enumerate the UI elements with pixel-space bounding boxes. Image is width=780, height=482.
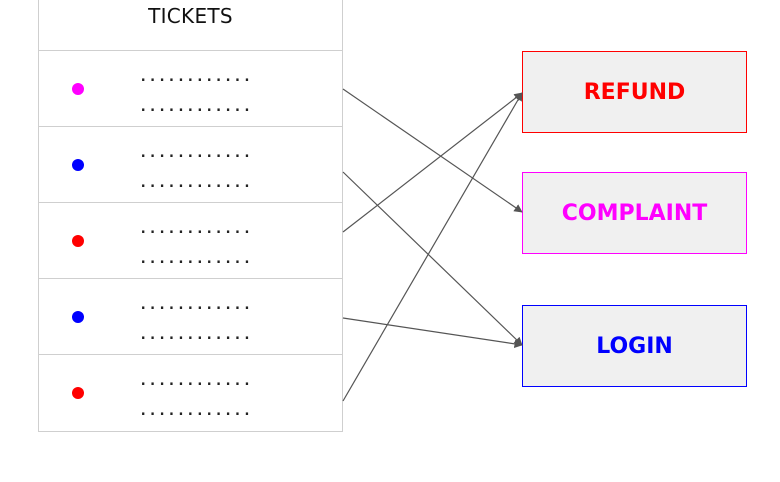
ticket-text-line: ............ bbox=[139, 251, 253, 267]
ticket-row[interactable]: ............ ............ bbox=[39, 127, 342, 203]
connector-arrow bbox=[342, 171, 523, 346]
ticket-color-dot bbox=[72, 311, 84, 323]
ticket-text-line: ............ bbox=[139, 145, 253, 161]
ticket-text-line: ............ bbox=[139, 175, 253, 191]
ticket-color-dot bbox=[72, 159, 84, 171]
ticket-color-dot bbox=[72, 387, 84, 399]
category-refund-box[interactable]: REFUND bbox=[522, 51, 747, 133]
ticket-row[interactable]: ............ ............ bbox=[39, 279, 342, 355]
connector-arrow bbox=[342, 317, 523, 349]
tickets-title: TICKETS bbox=[148, 4, 233, 28]
ticket-text-line: ............ bbox=[139, 221, 253, 237]
connector-arrow bbox=[342, 88, 523, 213]
tickets-table: TICKETS ............ ............ ......… bbox=[38, 0, 343, 432]
ticket-text-line: ............ bbox=[139, 403, 253, 419]
brand-logo-icon bbox=[40, 462, 90, 482]
category-refund-label: REFUND bbox=[583, 79, 686, 105]
connector-arrow bbox=[342, 92, 523, 233]
ticket-text-line: ............ bbox=[139, 99, 253, 115]
connector-arrows bbox=[342, 88, 523, 402]
ticket-row[interactable]: ............ ............ bbox=[39, 51, 342, 127]
ticket-text-line: ............ bbox=[139, 373, 253, 389]
ticket-text-line: ............ bbox=[139, 297, 253, 313]
brand-ring bbox=[41, 465, 59, 482]
connector-arrow bbox=[342, 92, 523, 402]
category-complaint-label: COMPLAINT bbox=[561, 200, 708, 226]
category-login-box[interactable]: LOGIN bbox=[522, 305, 747, 387]
category-complaint-box[interactable]: COMPLAINT bbox=[522, 172, 747, 254]
ticket-text-line: ............ bbox=[139, 69, 253, 85]
brand-ring bbox=[61, 465, 79, 482]
ticket-row[interactable]: ............ ............ bbox=[39, 355, 342, 431]
category-login-label: LOGIN bbox=[596, 333, 673, 359]
ticket-text-line: ............ bbox=[139, 327, 253, 343]
ticket-row[interactable]: ............ ............ bbox=[39, 203, 342, 279]
ticket-color-dot bbox=[72, 83, 84, 95]
tickets-header: TICKETS bbox=[39, 0, 342, 51]
ticket-color-dot bbox=[72, 235, 84, 247]
